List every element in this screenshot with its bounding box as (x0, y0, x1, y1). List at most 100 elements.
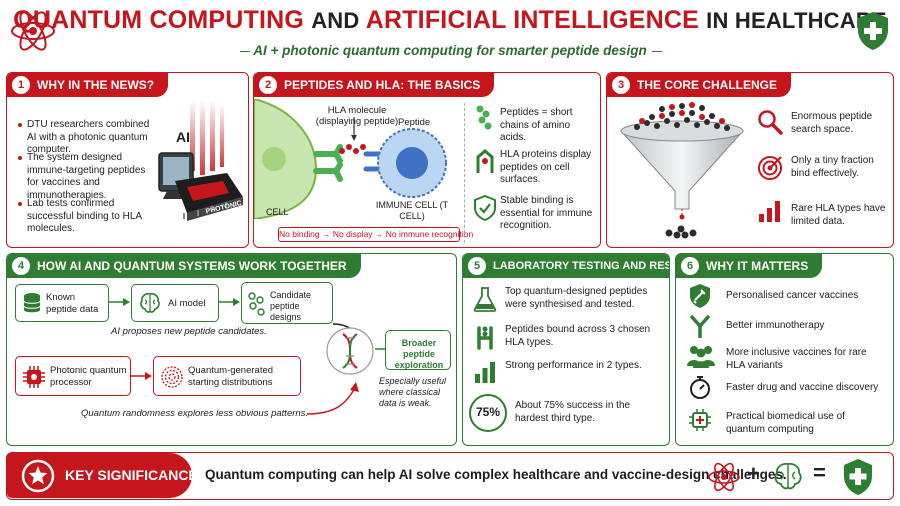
antibody-icon (690, 315, 710, 338)
antibody-icon (477, 326, 493, 350)
binding-chain: No binding → No display → No immune reco… (278, 227, 473, 242)
arrow-icon (219, 298, 240, 306)
news-bullet-3: Lab tests confirmed successful binding t… (18, 198, 157, 236)
challenge-rare-hla: Rare HLA types have limited data. (791, 203, 886, 227)
panel-title-text: WHY IT MATTERS (706, 259, 809, 273)
panel-title-text: THE CORE CHALLENGE (637, 78, 778, 92)
panel-number: 4 (12, 257, 30, 275)
panel-title-text: LABORATORY TESTING AND RESULTS (493, 260, 670, 272)
header: QUANTUM COMPUTING AND ARTIFICIAL INTELLI… (0, 0, 900, 66)
peptide-chain-icon (248, 292, 265, 316)
subtitle-wrap: AI + photonic quantum computing for smar… (210, 42, 690, 62)
arrow-icon (131, 372, 152, 380)
panel-number: 2 (259, 76, 277, 94)
result-75-percent: About 75% success in the hardest third t… (515, 400, 631, 424)
panel-title: 3 THE CORE CHALLENGE (607, 73, 792, 97)
panel-title-text: PEPTIDES AND HLA: THE BASICS (284, 78, 481, 92)
shield-cross-icon (858, 12, 888, 50)
panel-how-ai-quantum: 4 HOW AI AND QUANTUM SYSTEMS WORK TOGETHE… (6, 253, 457, 446)
panel-title: 6 WHY IT MATTERS (676, 254, 823, 278)
page-title: QUANTUM COMPUTING AND ARTIFICIAL INTELLI… (0, 6, 900, 35)
quantum-distribution-label: Quantum-generated starting distributions (188, 365, 274, 388)
panel2-divider (464, 103, 465, 243)
success-badge: 75% (469, 394, 507, 432)
panel-peptides-hla: 2 PEPTIDES AND HLA: THE BASICS HLA molecu… (253, 72, 601, 248)
subtitle-rule-right (652, 51, 662, 52)
matters-practical-use: Practical biomedical use of quantum comp… (726, 411, 845, 435)
subtitle-rule-left (240, 51, 250, 52)
dna-icon (326, 327, 374, 375)
panel-title: 2 PEPTIDES AND HLA: THE BASICS (254, 73, 495, 97)
panel-core-challenge: 3 THE CORE CHALLENGE Enormous peptide sea… (606, 72, 894, 248)
chip-icon (158, 101, 243, 221)
shield-cross-icon (844, 459, 872, 495)
brain-icon (140, 293, 160, 313)
panel-why-it-matters: 6 WHY IT MATTERS Personalised cancer vacc… (675, 253, 894, 446)
search-icon (758, 110, 783, 135)
target-icon (758, 156, 782, 180)
broader-exploration-label: Broader peptide exploration (394, 338, 444, 370)
fact-stable-binding: Stable binding is essential for immune r… (500, 195, 593, 231)
key-significance-badge: KEY SIGNIFICANCE (7, 453, 198, 498)
star-icon (21, 459, 55, 493)
news-bullet-1: DTU researchers combined AI with a photo… (18, 119, 157, 157)
title-healthcare: IN HEALTHCARE (706, 8, 887, 33)
funnel-icon (619, 102, 745, 239)
candidate-label: Candidate peptide designs (270, 290, 312, 322)
matters-immunotherapy: Better immunotherapy (726, 320, 825, 331)
panel-title: 5 LABORATORY TESTING AND RESULTS (463, 254, 670, 278)
quantum-distribution-box: Quantum-generated starting distributions (153, 356, 301, 396)
cell-binding-illustration (254, 99, 447, 219)
hla-molecule-label: HLA molecule (displaying peptide) (315, 105, 399, 127)
panel-number: 6 (681, 257, 699, 275)
chip-ai-label: AI (176, 129, 190, 145)
known-data-label: Known peptide data (46, 292, 99, 315)
hla-protein-icon (476, 149, 494, 173)
stopwatch-icon (690, 376, 710, 399)
brain-icon (774, 462, 802, 490)
panel-title: 1 WHY IN THE NEWS? (7, 73, 169, 97)
check-shield-icon (474, 195, 496, 221)
panel-why-in-news: 1 WHY IN THE NEWS? DTU researchers combin… (6, 72, 249, 248)
people-icon (687, 346, 715, 368)
panel-title-text: HOW AI AND QUANTUM SYSTEMS WORK TOGETHER (37, 259, 347, 273)
plus-sign: + (747, 461, 760, 486)
result-strong-2-types: Strong performance in 2 types. (505, 360, 642, 371)
bar-chart-icon (475, 362, 495, 383)
panel-title-text: WHY IN THE NEWS? (37, 78, 155, 92)
peptide-label: Peptide (398, 117, 431, 128)
panel-lab-results: 5 LABORATORY TESTING AND RESULTS Top quan… (462, 253, 670, 446)
challenge-search-space: Enormous peptide search space. (791, 111, 873, 135)
ai-proposes-note: AI proposes new peptide candidates. (111, 326, 267, 337)
database-icon (23, 293, 41, 313)
matters-cancer-vaccines: Personalised cancer vaccines (726, 290, 859, 301)
peptide-chain-icon (476, 105, 492, 130)
challenge-tiny-fraction: Only a tiny fraction bind effectively. (791, 155, 874, 179)
key-significance-label: KEY SIGNIFICANCE (65, 467, 198, 483)
matters-faster-discovery: Faster drug and vaccine discovery (726, 382, 879, 393)
chip-icon (689, 409, 711, 431)
ai-model-box: AI model (131, 284, 219, 322)
chip-icon (23, 366, 45, 388)
cell-label: CELL (266, 207, 289, 217)
useful-note: Especially useful where classical data i… (379, 376, 447, 408)
panel-number: 5 (468, 257, 486, 275)
arrow-icon (109, 298, 130, 306)
title-and: AND (311, 8, 360, 33)
bar-chart-icon (759, 201, 780, 222)
photonic-label: Photonic quantum processor (50, 365, 127, 388)
fact-peptides: Peptides = short chains of amino acids. (500, 107, 573, 143)
atom-icon (11, 11, 55, 51)
panel-number: 1 (12, 76, 30, 94)
panel-title: 4 HOW AI AND QUANTUM SYSTEMS WORK TOGETHE… (7, 254, 361, 278)
matters-inclusive-vaccines: More inclusive vaccines for rare HLA var… (726, 347, 867, 371)
news-bullet-2: The system designed immune-targeting pep… (18, 152, 157, 202)
ripple-icon (161, 366, 183, 388)
key-significance-banner: KEY SIGNIFICANCE Quantum computing can h… (6, 452, 894, 500)
panel-number: 3 (612, 76, 630, 94)
atom-icon (708, 462, 740, 492)
fact-hla-display: HLA proteins display peptides on cell su… (500, 149, 592, 185)
subtitle: AI + photonic quantum computing for smar… (253, 43, 647, 58)
key-significance-message: Quantum computing can help AI solve comp… (205, 467, 787, 482)
result-synthesised: Top quantum-designed peptides were synth… (505, 286, 648, 310)
